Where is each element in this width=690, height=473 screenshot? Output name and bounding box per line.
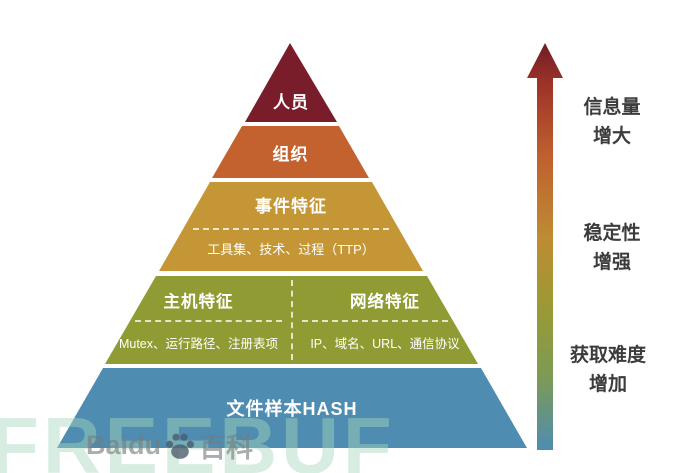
- network-divider-dashed-line: [302, 320, 448, 322]
- pyramid-level-file-hash: 文件样本HASH: [57, 368, 527, 448]
- host-features-cell: 主机特征 Mutex、运行路径、注册表项: [105, 276, 292, 364]
- freebuf-watermark: FREEBUF: [0, 401, 396, 473]
- pyramid-level-host-network: 主机特征 Mutex、运行路径、注册表项 网络特征 IP、域名、URL、通信协议: [105, 276, 478, 364]
- baidu-watermark-text: Baidu: [86, 430, 162, 460]
- network-features-cell: 网络特征 IP、域名、URL、通信协议: [292, 276, 478, 364]
- paw-icon: [166, 433, 195, 459]
- axis-label-information-line1: 信息量: [583, 97, 641, 118]
- level-incident-label-row: 事件特征: [159, 192, 423, 217]
- level-incident-label: 事件特征: [255, 197, 327, 216]
- level-organization-label: 组织: [272, 144, 309, 164]
- level-people-label: 人员: [273, 93, 309, 112]
- axis-label-information-line2: 增大: [592, 126, 631, 147]
- level-incident-sublabel: 工具集、技术、过程（TTP）: [207, 242, 375, 257]
- network-label-row: 网络特征: [292, 288, 478, 312]
- axis-label-difficulty-line2: 增加: [588, 374, 627, 395]
- network-features-sublabel: IP、域名、URL、通信协议: [310, 337, 460, 351]
- axis-label-stability: 稳定性 增强: [552, 219, 672, 277]
- pyramid-level-organization: 组织: [212, 126, 369, 178]
- axis-label-difficulty-line1: 获取难度: [569, 345, 646, 366]
- level-file-hash-label: 文件样本HASH: [226, 399, 358, 419]
- host-network-vertical-dashed-divider: [291, 280, 293, 360]
- axis-label-stability-line2: 增强: [592, 252, 631, 273]
- host-divider-dashed-line: [135, 320, 282, 322]
- axis-label-difficulty: 获取难度 增加: [548, 341, 668, 399]
- network-features-label: 网络特征: [350, 293, 420, 311]
- pyramid-level-people: 人员: [245, 43, 337, 122]
- incident-divider-dashed-line: [193, 228, 389, 230]
- axis-label-stability-line1: 稳定性: [583, 223, 641, 244]
- network-sublabel-row: IP、域名、URL、通信协议: [292, 333, 478, 353]
- baidu-baike-watermark: Baidu 百科: [86, 426, 253, 465]
- host-sublabel-row: Mutex、运行路径、注册表项: [105, 333, 292, 353]
- axis-label-information: 信息量 增大: [552, 93, 672, 151]
- host-features-label: 主机特征: [163, 293, 234, 311]
- host-features-sublabel: Mutex、运行路径、注册表项: [118, 337, 279, 351]
- pyramid-level-incident-features: 事件特征 工具集、技术、过程（TTP）: [159, 182, 423, 271]
- baike-watermark-text: 百科: [199, 433, 254, 463]
- host-label-row: 主机特征: [105, 288, 292, 312]
- level-incident-sublabel-row: 工具集、技术、过程（TTP）: [159, 239, 423, 259]
